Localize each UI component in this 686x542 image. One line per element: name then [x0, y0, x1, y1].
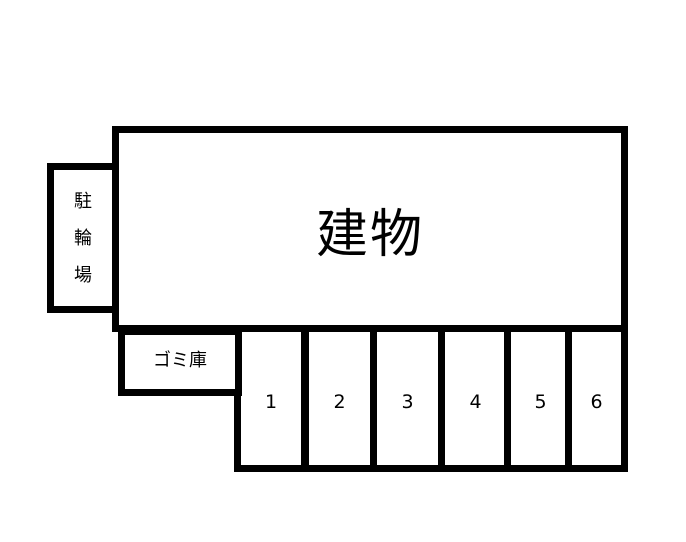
bicycle-parking-char: 場	[74, 264, 92, 286]
bicycle-parking-area: 駐 輪 場	[47, 163, 119, 313]
parking-space-2: 2	[302, 325, 377, 472]
parking-space-number: 3	[401, 390, 414, 413]
parking-space-number: 2	[333, 390, 346, 413]
parking-space-5: 5	[504, 325, 577, 472]
parking-space-number: 5	[534, 390, 547, 413]
parking-space-1: 1	[234, 325, 308, 472]
building-block: 建物	[112, 126, 628, 332]
trash-storage-area: ゴミ庫	[118, 328, 242, 396]
parking-space-3: 3	[370, 325, 445, 472]
parking-space-number: 1	[264, 390, 278, 413]
bicycle-parking-label: 駐 輪 場	[54, 170, 112, 306]
parking-space-4: 4	[438, 325, 513, 472]
parking-space-number: 6	[590, 390, 603, 413]
parking-space-number: 4	[469, 390, 482, 413]
bicycle-parking-char: 駐	[74, 190, 92, 212]
bicycle-parking-char: 輪	[74, 227, 92, 249]
building-label: 建物	[315, 204, 424, 265]
parking-space-6: 6	[565, 325, 628, 472]
trash-storage-label: ゴミ庫	[153, 350, 207, 371]
